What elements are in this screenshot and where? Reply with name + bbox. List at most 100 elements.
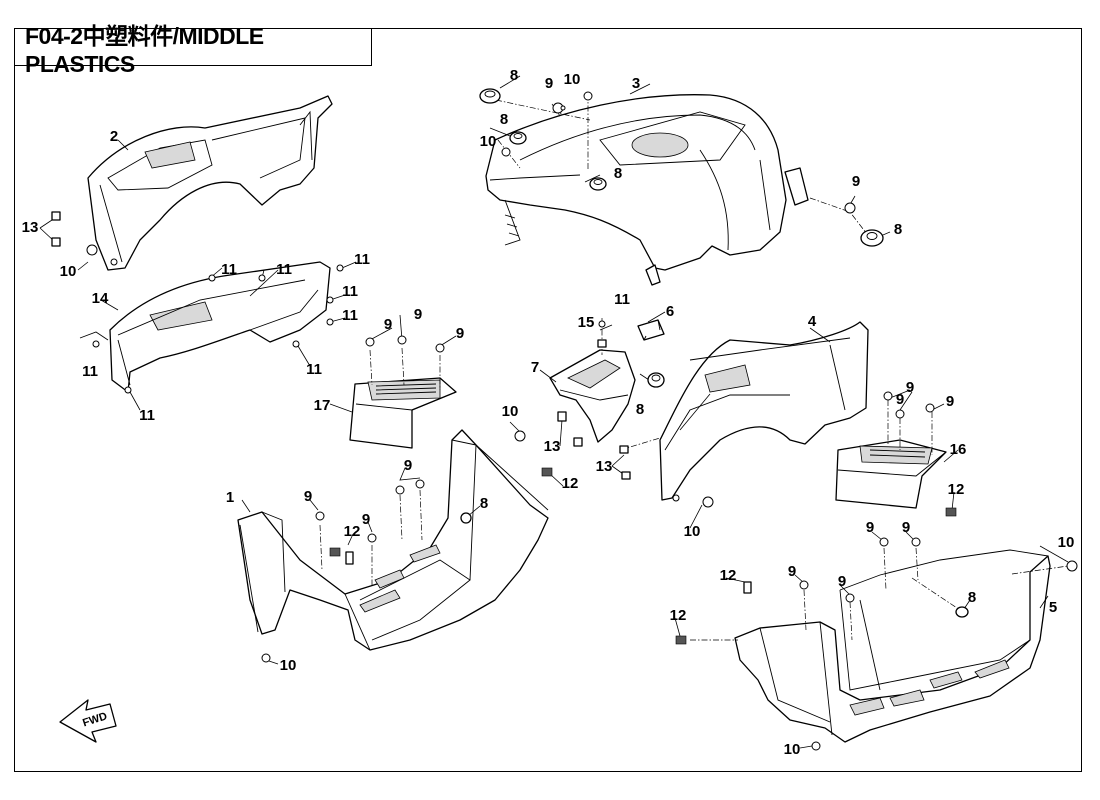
- bolt-icon: [435, 343, 445, 353]
- callout-label: 17: [314, 397, 331, 414]
- callout-label: 8: [480, 495, 488, 512]
- clip-icon: [51, 211, 61, 221]
- callout-label: 3: [632, 75, 640, 92]
- callout-label: 10: [1058, 534, 1075, 551]
- bolt-icon: [86, 244, 98, 256]
- callout-label: 9: [456, 325, 464, 342]
- bolt-icon: [336, 264, 344, 272]
- bolt-icon: [1066, 560, 1078, 572]
- callout-label: 13: [544, 438, 561, 455]
- callout-label: 8: [500, 111, 508, 128]
- callout-label: 11: [342, 307, 358, 324]
- callout-label: 15: [578, 314, 595, 331]
- grommet-icon: [647, 372, 665, 388]
- bolt-icon: [552, 102, 566, 114]
- bolt-icon: [397, 335, 407, 345]
- callout-label: 8: [614, 165, 622, 182]
- callout-label: 5: [1049, 599, 1057, 616]
- bolt-icon: [895, 409, 905, 419]
- bolt-icon: [911, 537, 921, 547]
- callout-label: 11: [221, 261, 237, 278]
- clip-icon: [541, 467, 553, 477]
- callout-label: 9: [866, 519, 874, 536]
- leader-lines: [39, 75, 1069, 749]
- callout-label: 11: [139, 407, 155, 424]
- clip-icon: [945, 507, 957, 517]
- callout-label: 8: [510, 67, 518, 84]
- callout-label: 9: [304, 488, 312, 505]
- fasteners: [51, 88, 1078, 751]
- grommet-icon: [589, 177, 607, 191]
- callout-label: 2: [110, 128, 118, 145]
- bolt-icon: [811, 741, 821, 751]
- part-6-clip-block: [637, 319, 665, 341]
- bolt-icon: [92, 340, 100, 348]
- callout-label: 9: [946, 393, 954, 410]
- diagram-frame: [14, 28, 1082, 772]
- part-7-center-bracket: [549, 349, 636, 443]
- bolt-icon: [415, 479, 425, 489]
- bolt-icon: [261, 653, 271, 663]
- grommet-icon: [479, 88, 501, 104]
- callout-label: 9: [838, 573, 846, 590]
- clip-icon: [619, 445, 629, 454]
- grommet-icon: [509, 131, 527, 145]
- callout-label: 11: [614, 291, 630, 308]
- callout-label: 9: [404, 457, 412, 474]
- bolt-icon: [598, 320, 606, 328]
- bolt-icon: [883, 391, 893, 401]
- callout-label: 10: [502, 403, 519, 420]
- callout-label: 10: [564, 71, 581, 88]
- part-14-left-side-panel: [109, 261, 331, 394]
- callout-label: 10: [280, 657, 297, 674]
- part-17-left-footrest: [349, 377, 457, 449]
- bolt-icon: [315, 511, 325, 521]
- callout-label: 9: [902, 519, 910, 536]
- callout-label: 9: [362, 511, 370, 528]
- clip-icon: [597, 339, 607, 348]
- bolt-icon: [514, 430, 526, 442]
- callout-label: 4: [808, 313, 817, 330]
- bolt-icon: [258, 274, 266, 282]
- forward-direction-arrow-icon: FWD: [59, 699, 117, 743]
- callout-label: 9: [414, 306, 422, 323]
- bolt-icon: [925, 403, 935, 413]
- callout-label: 11: [82, 363, 98, 380]
- callout-label: 11: [342, 283, 358, 300]
- bolt-icon: [799, 580, 809, 590]
- grommet-icon: [460, 512, 472, 524]
- callout-label: 9: [384, 316, 392, 333]
- clip-icon: [675, 635, 687, 645]
- callout-label: 13: [22, 219, 39, 236]
- bolt-icon: [326, 318, 334, 326]
- callout-labels: 2 3 4 5 6 7 1 8 8 8 8 8 8 8 9 9 9 9 9 9 …: [22, 67, 1075, 758]
- callout-label: 11: [276, 261, 292, 278]
- bolt-icon: [879, 537, 889, 547]
- part-5-right-footwell: [734, 549, 1051, 743]
- callout-label: 9: [545, 75, 553, 92]
- bolt-icon: [326, 296, 334, 304]
- callout-label: 10: [784, 741, 801, 758]
- callout-label: 16: [950, 441, 967, 458]
- callout-label: 10: [60, 263, 77, 280]
- callout-label: 11: [354, 251, 370, 268]
- callout-label: 9: [896, 391, 904, 408]
- callout-label: 6: [666, 303, 674, 320]
- clip-icon: [345, 551, 354, 565]
- part-3-front-cover: [485, 94, 809, 286]
- clip-icon: [557, 411, 567, 422]
- callout-label: 8: [636, 401, 644, 418]
- part-4-right-front-fender: [659, 321, 869, 502]
- callout-label: 12: [720, 567, 737, 584]
- bolt-icon: [395, 485, 405, 495]
- clip-icon: [329, 547, 341, 557]
- part-16-right-footrest: [835, 439, 947, 509]
- bolt-icon: [292, 340, 300, 348]
- diagram-title: F04-2中塑料件/MIDDLE PLASTICS: [25, 22, 264, 77]
- bolt-icon: [501, 147, 511, 157]
- callout-label: 9: [852, 173, 860, 190]
- bolt-icon: [365, 337, 375, 347]
- callout-label: 1: [226, 489, 234, 506]
- callout-label: 8: [894, 221, 902, 238]
